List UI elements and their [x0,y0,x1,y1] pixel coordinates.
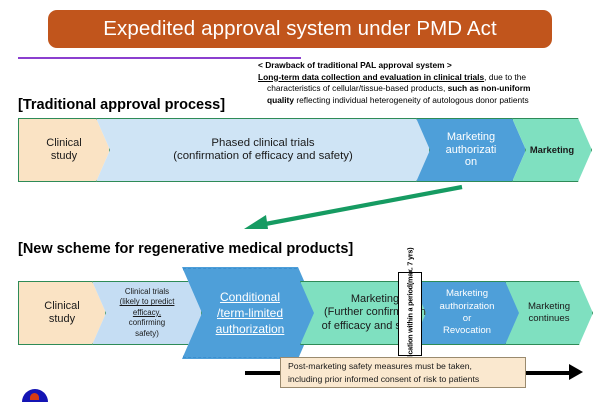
flow2-step5-line1: Marketing [445,288,489,300]
flow1-step-clinical-study: Clinical study [18,118,110,182]
flow2-step-marketing-authorization-or-revocation: Marketing authorization or Revocation [412,281,522,345]
organization-logo [22,389,48,402]
flow2-step5-line3: or [462,313,472,324]
flow2-step2-line1: Clinical trials [124,286,170,296]
drawback-line3-plain: characteristics of cellular/tissue-based… [267,83,448,94]
flow2-step2-line3: efficacy, [132,307,162,317]
flow2-step2-line4: confirming [128,318,166,328]
title-divider [18,57,301,59]
drawback-line4-bold: quality [267,94,294,105]
bottom-arrow-head-icon [569,364,583,380]
flow2-step-clinical-study: Clinical study [18,281,106,345]
flow2-step2-line2: (likely to predict [119,297,175,307]
flow2-step1-line1: Clinical [44,300,80,313]
drawback-note: < Drawback of traditional PAL approval s… [258,60,594,106]
flow2-step6-line2: continues [528,313,570,324]
traditional-heading: [Traditional approval process] [18,97,226,113]
flow1-step-marketing-authorization: Marketing authorizati on [416,118,526,182]
drawback-heading: < Drawback of traditional PAL approval s… [258,60,452,70]
post-marketing-note: Post-marketing safety measures must be t… [280,357,526,388]
flow2-step3-line1: Conditional [219,290,281,304]
flow2-step4-line1: Marketing [350,292,400,305]
new-scheme-heading: [New scheme for regenerative medical pro… [18,241,354,257]
flow2-step5-line4: Revocation [443,325,491,337]
drawback-underlined: Long-term data collection and evaluation… [258,71,485,82]
flow2-step-clinical-trials: Clinical trials (likely to predict effic… [92,281,202,345]
drawback-line3-bold: such as non-uniform [447,83,531,94]
flow1-step2-line2: (confirmation of efficacy and safety) [173,150,353,162]
flow2-step5-line2: authorization [439,300,495,312]
reapplication-callout: Re-application within a period(max. 7 yr… [398,247,422,381]
page-title: Expedited approval system under PMD Act [103,17,497,40]
flow1-step4-label: Marketing [529,144,575,156]
flow1-step1-line2: study [50,150,78,162]
flow2-step3-line3: authorization [215,322,285,336]
flow2-step-conditional-authorization: Conditional /term-limited authorization [182,267,318,359]
flow1-step1-line1: Clinical [46,137,82,150]
post-marketing-line1: Post-marketing safety measures must be t… [288,361,472,372]
post-marketing-line2: including prior informed consent of risk… [288,373,480,384]
transition-arrow-icon [244,184,463,229]
flow2-step6-line1: Marketing [527,300,571,312]
flow2-step-marketing-continues: Marketing continues [505,281,593,345]
flow1-step3-line1: Marketing [446,130,496,143]
drawback-line2-rest: , due to the [484,71,527,82]
drawback-line4-plain: reflecting individual heterogeneity of a… [294,94,529,105]
flow1-step-phased-trials: Phased clinical trials (confirmation of … [96,118,430,182]
flow2-step2-line5: safety) [135,328,159,338]
flow1-step2-line1: Phased clinical trials [211,136,315,149]
flow2-step3-line2: /term-limited [216,306,283,320]
slide-title-banner: Expedited approval system under PMD Act [48,10,552,48]
flow2-step1-line2: study [48,313,76,325]
flow1-step3-line3: on [464,156,478,169]
flow1-step3-line2: authorizati [445,143,497,156]
